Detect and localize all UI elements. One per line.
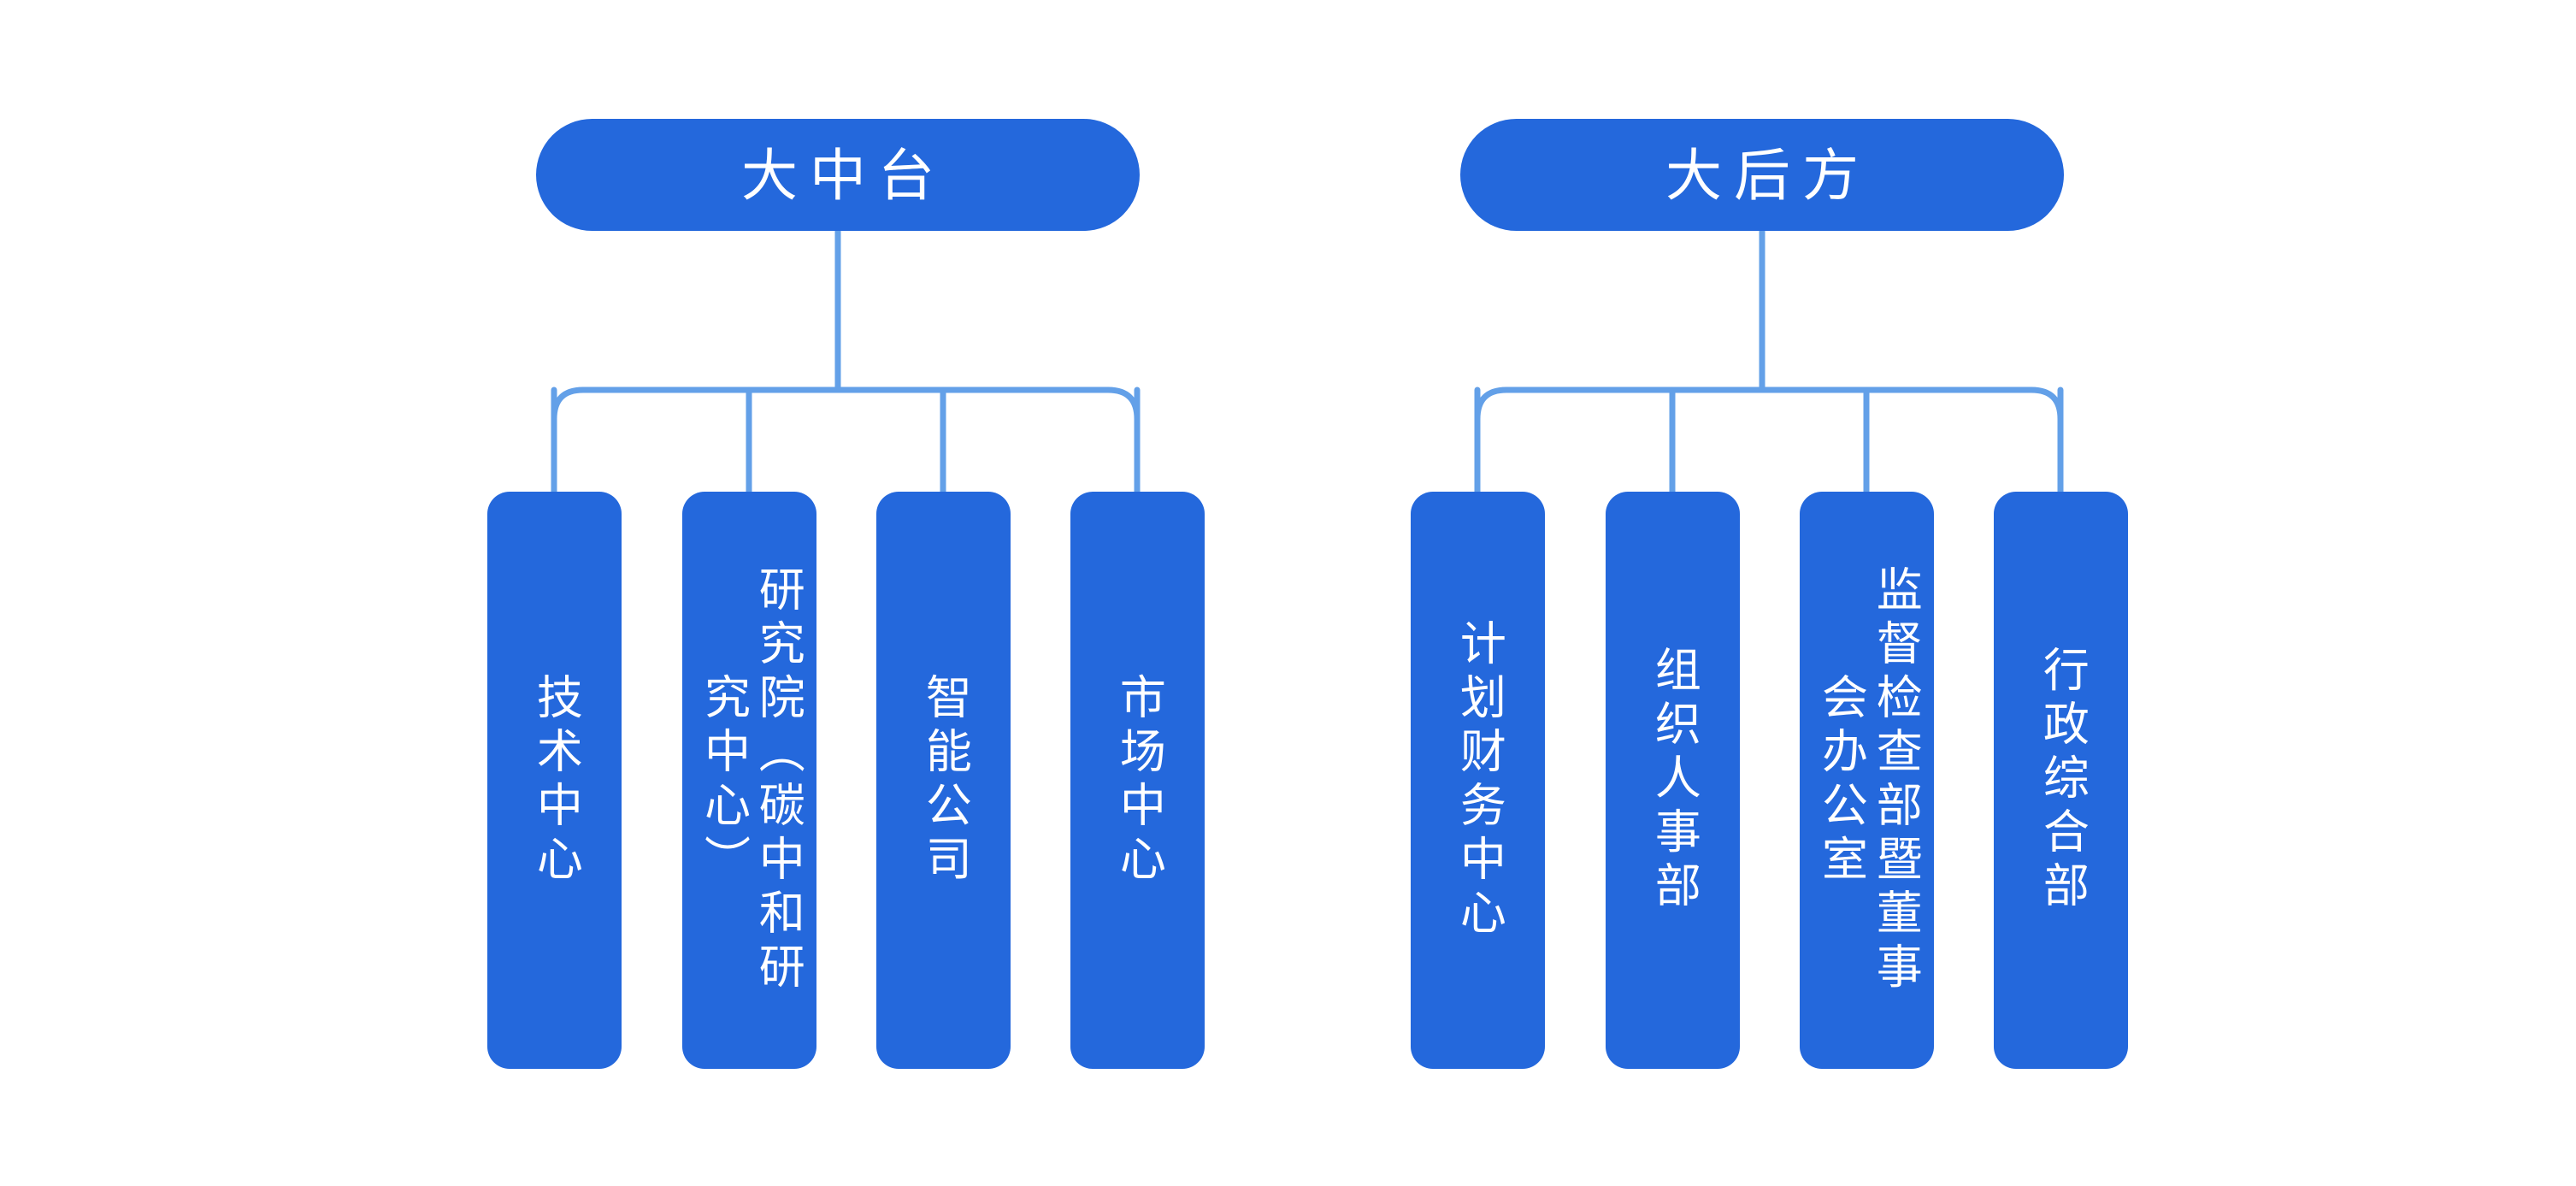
child-node-label: 市场中心 bbox=[1112, 672, 1164, 888]
root-node-group-zhongtai[interactable]: 大中台 bbox=[536, 119, 1140, 231]
root-node-group-houfang[interactable]: 大后方 bbox=[1460, 119, 2064, 231]
child-node-label: 智能公司 bbox=[918, 672, 970, 888]
root-node-label: 大中台 bbox=[741, 143, 946, 207]
child-node-group-houfang-2[interactable]: 监督检查部暨董事会办公室 bbox=[1800, 492, 1934, 1069]
child-node-group-houfang-3[interactable]: 行政综合部 bbox=[1994, 492, 2128, 1069]
child-node-label: 组织人事部 bbox=[1648, 646, 1700, 915]
child-node-group-zhongtai-3[interactable]: 市场中心 bbox=[1070, 492, 1205, 1069]
child-node-group-houfang-0[interactable]: 计划财务中心 bbox=[1411, 492, 1545, 1069]
child-node-label: 技术中心 bbox=[529, 672, 581, 888]
root-node-label: 大后方 bbox=[1665, 143, 1871, 207]
child-node-label: 研究院（碳中和研究中心） bbox=[697, 564, 804, 996]
child-node-group-zhongtai-1[interactable]: 研究院（碳中和研究中心） bbox=[682, 492, 816, 1069]
child-node-label: 行政综合部 bbox=[2036, 646, 2088, 915]
child-node-group-houfang-1[interactable]: 组织人事部 bbox=[1606, 492, 1740, 1069]
child-node-group-zhongtai-2[interactable]: 智能公司 bbox=[876, 492, 1011, 1069]
child-node-label: 监督检查部暨董事会办公室 bbox=[1814, 564, 1921, 996]
bus-line-group-houfang bbox=[1474, 386, 2064, 474]
child-node-group-zhongtai-0[interactable]: 技术中心 bbox=[487, 492, 622, 1069]
bus-line-group-zhongtai bbox=[551, 386, 1141, 474]
child-node-label: 计划财务中心 bbox=[1453, 618, 1505, 942]
